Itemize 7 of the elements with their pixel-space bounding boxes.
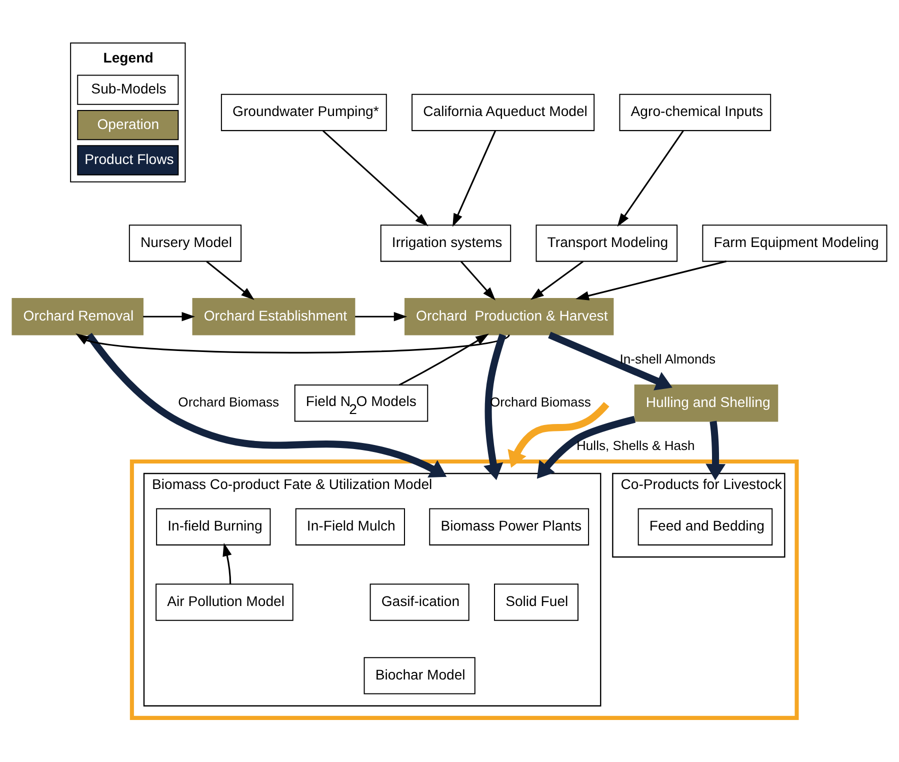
legend-label: Product Flows <box>84 150 174 166</box>
edge-label: Hulls, Shells & Hash <box>576 437 695 452</box>
edge-label: In-shell Almonds <box>620 350 716 366</box>
legend-label: Sub-Models <box>91 80 166 96</box>
label: Legend <box>103 48 154 65</box>
legend-label: Operation <box>97 115 160 132</box>
edge-label: Orchard Biomass <box>178 394 280 410</box>
